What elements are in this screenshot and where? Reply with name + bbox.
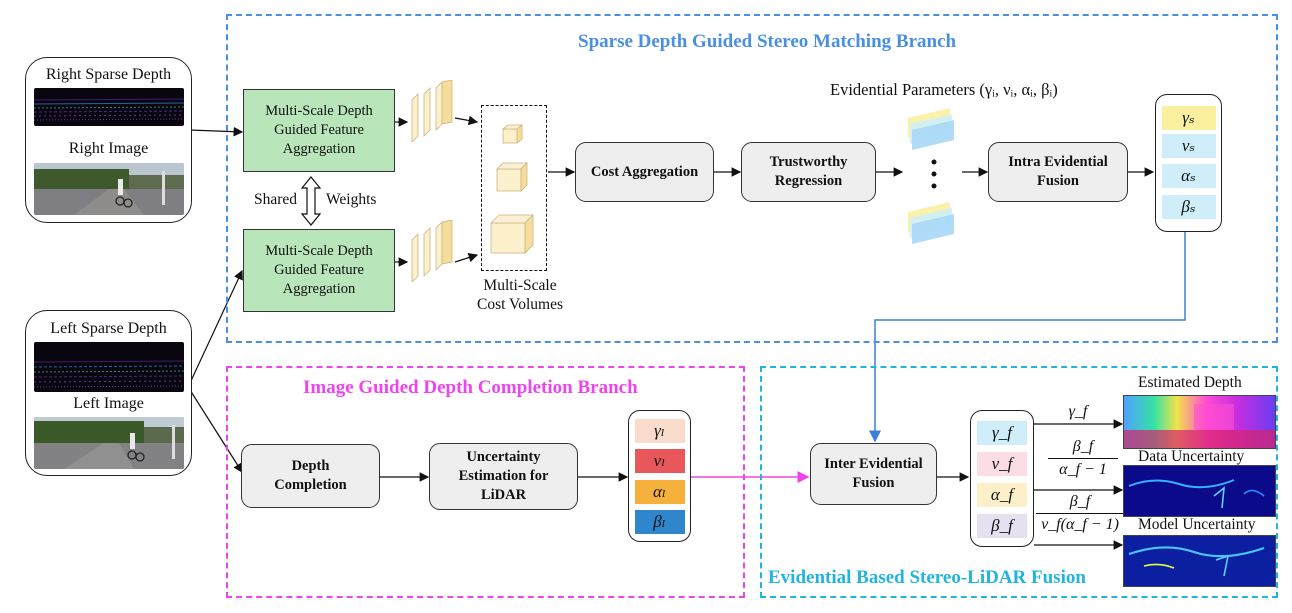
- params-s-column: γₛ νₛ αₛ βₛ: [1155, 94, 1222, 232]
- params-f-column: γ_f ν_f α_f β_f: [970, 410, 1034, 547]
- param-alpha-l: αₗ: [634, 480, 685, 504]
- fusion-branch-title: Evidential Based Stereo-LiDAR Fusion: [768, 567, 1086, 588]
- left-image: [34, 417, 184, 469]
- left-input-panel: Left Sparse Depth Left Image: [25, 310, 192, 476]
- param-beta-l: βₗ: [634, 510, 685, 534]
- weights-label: Weights: [326, 191, 377, 208]
- right-image: [34, 163, 184, 215]
- param-nu-l: νₗ: [634, 449, 685, 473]
- model-uncertainty-map: [1123, 535, 1276, 587]
- right-input-panel: Right Sparse Depth Right Image: [25, 57, 192, 223]
- arrow-stack-bottom: [454, 252, 479, 263]
- param-nu-s: νₛ: [1161, 134, 1216, 158]
- param-nu-f: ν_f: [977, 452, 1027, 476]
- param-gamma-f: γ_f: [977, 421, 1027, 445]
- evidential-params-label: Evidential Parameters (γᵢ, νᵢ, αᵢ, βᵢ): [830, 80, 1058, 99]
- shared-label: Shared: [254, 191, 298, 208]
- formula-gamma: γ_f: [1068, 403, 1088, 420]
- arrow-left-to-feature: [189, 269, 243, 384]
- left-image-label: Left Image: [73, 395, 144, 412]
- data-uncertainty-label: Data Uncertainty: [1138, 448, 1245, 465]
- left-sparse-depth-map: [34, 342, 184, 392]
- completion-branch-title: Image Guided Depth Completion Branch: [303, 377, 638, 398]
- shared-weights-arrow-icon: [300, 176, 322, 226]
- estimated-depth-map: [1123, 395, 1276, 449]
- arrow-left-to-completion: [189, 389, 243, 474]
- estimated-depth-label: Estimated Depth: [1138, 374, 1242, 391]
- feature-map-stack-bottom: [411, 220, 453, 282]
- right-image-label: Right Image: [68, 140, 149, 157]
- param-gamma-l: γₗ: [634, 419, 685, 443]
- param-alpha-s: αₛ: [1161, 164, 1216, 188]
- param-gamma-s: γₛ: [1161, 106, 1216, 130]
- arrow-params-s-to-inter: [869, 232, 1186, 443]
- cost-volumes-box: [481, 105, 547, 271]
- param-alpha-f: α_f: [977, 483, 1027, 507]
- fusion-branch-region: [760, 366, 1278, 598]
- completion-branch-region: [226, 366, 745, 598]
- cost-volume-cubes: [490, 124, 534, 254]
- data-uncertainty-map: [1123, 465, 1276, 517]
- arrow-stack-top: [454, 115, 479, 126]
- cost-aggregation-box: Cost Aggregation: [575, 142, 714, 202]
- right-sparse-depth-map: [34, 88, 184, 126]
- stereo-branch-region: [226, 14, 1278, 343]
- params-l-column: γₗ νₗ αₗ βₗ: [628, 410, 691, 542]
- model-uncertainty-label: Model Uncertainty: [1138, 516, 1256, 533]
- param-beta-f: β_f: [977, 514, 1027, 538]
- left-sparse-depth-label: Left Sparse Depth: [50, 320, 167, 337]
- param-beta-s: βₛ: [1161, 195, 1216, 219]
- right-sparse-depth-label: Right Sparse Depth: [45, 66, 172, 83]
- feature-map-stack-top: [411, 80, 453, 142]
- stereo-branch-title: Sparse Depth Guided Stereo Matching Bran…: [578, 31, 957, 52]
- arrow-right-input: [189, 126, 244, 137]
- evidential-planes-icon: [908, 108, 954, 244]
